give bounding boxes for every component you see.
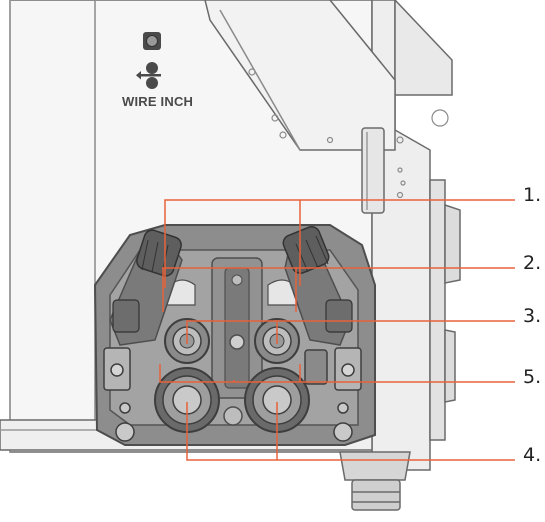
- drive-roller-right: [244, 367, 310, 433]
- leader-1: [164, 199, 515, 288]
- leader-4: [186, 402, 515, 461]
- side-guides: [103, 347, 362, 391]
- callout-1: 1.: [523, 184, 542, 206]
- leader-5: [159, 364, 515, 383]
- tension-arm-left: [109, 229, 183, 346]
- drive-roller-left: [154, 367, 220, 433]
- housing-screws: [248, 68, 449, 199]
- wire-inch-arrow-icon: [136, 62, 161, 89]
- wire-inch-button-icon: [143, 32, 161, 50]
- callout-5: 5.: [523, 366, 542, 388]
- callout-leaders: [159, 199, 515, 461]
- callout-3: 3.: [523, 305, 542, 327]
- wire-inch-label: WIRE INCH: [122, 94, 194, 109]
- leader-3: [186, 320, 515, 344]
- callout-4: 4.: [523, 444, 542, 466]
- leader-2: [162, 267, 515, 312]
- mounting-screws: [115, 402, 353, 442]
- callout-2: 2.: [523, 252, 542, 274]
